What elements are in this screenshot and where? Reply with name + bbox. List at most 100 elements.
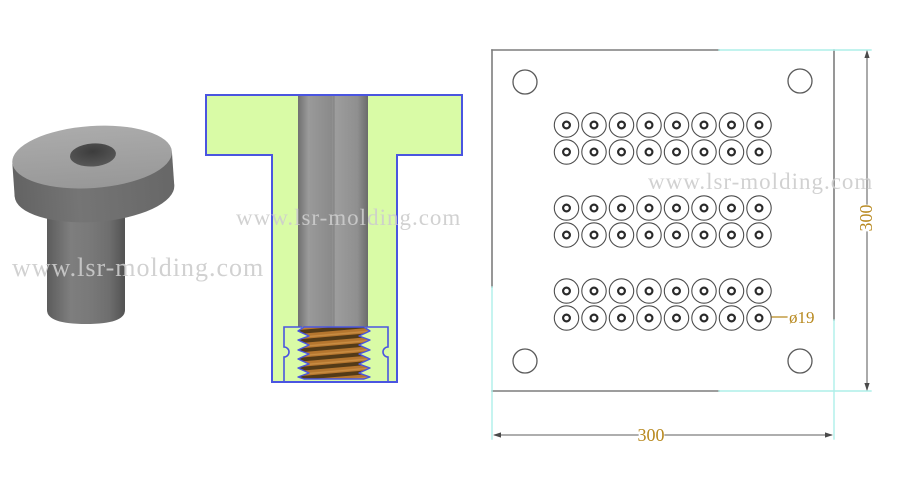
insert-hole-inner: [726, 120, 736, 130]
insert-hole-inner: [671, 230, 681, 240]
corner-hole: [787, 348, 813, 374]
insert-hole-outer: [746, 139, 772, 165]
insert-hole-inner: [754, 230, 764, 240]
insert-hole-outer: [608, 305, 635, 331]
insert-hole-inner: [754, 286, 764, 296]
corner-hole: [512, 69, 538, 95]
insert-hole-outer: [636, 222, 662, 248]
insert-hole-outer: [608, 195, 635, 221]
insert-hole-outer: [718, 195, 745, 221]
insert-hole-inner: [616, 313, 626, 323]
insert-hole-outer: [608, 278, 635, 304]
extension-lines: [491, 49, 872, 440]
insert-hole-inner: [616, 147, 626, 157]
insert-hole-outer: [691, 222, 717, 248]
insert-hole-inner: [699, 147, 709, 157]
insert-hole-inner: [589, 230, 599, 240]
insert-hole-inner: [699, 230, 709, 240]
insert-hole-outer: [553, 222, 580, 248]
insert-hole-inner: [561, 120, 571, 130]
arrowhead-down-icon: [864, 383, 870, 391]
insert-hole-outer: [553, 195, 580, 221]
insert-hole-inner: [589, 120, 599, 130]
plate-drawing: 300 300 ø19: [491, 49, 876, 445]
cross-section-view: [205, 94, 463, 383]
insert-hole-outer: [553, 305, 580, 331]
insert-hole-outer: [746, 278, 772, 304]
insert-hole-outer: [636, 112, 662, 138]
insert-hole-outer: [636, 278, 662, 304]
insert-hole-outer: [718, 139, 745, 165]
insert-hole-outer: [663, 112, 690, 138]
insert-hole-inner: [671, 120, 681, 130]
insert-hole-inner: [754, 313, 764, 323]
insert-hole-outer: [746, 222, 772, 248]
insert-hole-inner: [726, 230, 736, 240]
insert-hole-outer: [636, 305, 662, 331]
insert-hole-inner: [671, 286, 681, 296]
insert-hole-inner: [644, 120, 654, 130]
hole-grid: [553, 112, 772, 331]
housing-outline-left: [283, 326, 302, 382]
arrowhead-up-icon: [864, 50, 870, 58]
insert-hole-inner: [644, 313, 654, 323]
insert-hole-inner: [644, 286, 654, 296]
insert-hole-inner: [644, 230, 654, 240]
insert-hole-outer: [663, 195, 690, 221]
insert-hole-outer: [581, 278, 607, 304]
insert-hole-outer: [746, 112, 772, 138]
insert-hole-outer: [581, 112, 607, 138]
arrowhead-right-icon: [825, 432, 833, 438]
insert-hole-inner: [726, 286, 736, 296]
insert-hole-outer: [663, 222, 690, 248]
insert-hole-outer: [691, 139, 717, 165]
insert-hole-outer: [718, 222, 745, 248]
insert-hole-inner: [644, 203, 654, 213]
arrowhead-left-icon: [493, 432, 501, 438]
insert-hole-inner: [699, 203, 709, 213]
insert-hole-inner: [671, 147, 681, 157]
width-dim-label: 300: [638, 425, 665, 445]
insert-hole-outer: [553, 139, 580, 165]
insert-hole-inner: [616, 120, 626, 130]
insert-hole-outer: [663, 278, 690, 304]
insert-hole-outer: [691, 195, 717, 221]
watermark-middle: www.lsr-molding.com: [236, 205, 461, 230]
part-3d-view: [12, 125, 175, 324]
insert-hole-inner: [754, 120, 764, 130]
insert-hole-inner: [616, 230, 626, 240]
insert-hole-outer: [553, 278, 580, 304]
insert-hole-inner: [699, 313, 709, 323]
insert-hole-outer: [663, 305, 690, 331]
insert-hole-outer: [718, 112, 745, 138]
insert-hole-outer: [718, 305, 745, 331]
insert-hole-outer: [553, 112, 580, 138]
hole-diameter-label: ø19: [789, 308, 815, 327]
corner-holes: [512, 68, 813, 374]
insert-hole-inner: [616, 203, 626, 213]
insert-hole-inner: [561, 147, 571, 157]
insert-hole-outer: [746, 305, 772, 331]
insert-hole-inner: [589, 313, 599, 323]
insert-hole-inner: [726, 147, 736, 157]
insert-hole-inner: [699, 120, 709, 130]
insert-hole-outer: [636, 195, 662, 221]
insert-hole-outer: [691, 278, 717, 304]
watermark-left: www.lsr-molding.com: [12, 253, 264, 282]
insert-hole-inner: [699, 286, 709, 296]
insert-hole-inner: [671, 203, 681, 213]
corner-hole: [787, 68, 813, 94]
insert-hole-inner: [561, 286, 571, 296]
threaded-insert: [297, 326, 371, 380]
insert-hole-outer: [663, 139, 690, 165]
insert-hole-outer: [691, 112, 717, 138]
insert-hole-outer: [691, 305, 717, 331]
dimension-width: 300: [493, 425, 833, 445]
insert-hole-inner: [754, 147, 764, 157]
core-pin: [298, 96, 368, 327]
insert-hole-outer: [608, 139, 635, 165]
insert-hole-inner: [589, 147, 599, 157]
hole-diameter-callout: ø19: [771, 308, 815, 327]
